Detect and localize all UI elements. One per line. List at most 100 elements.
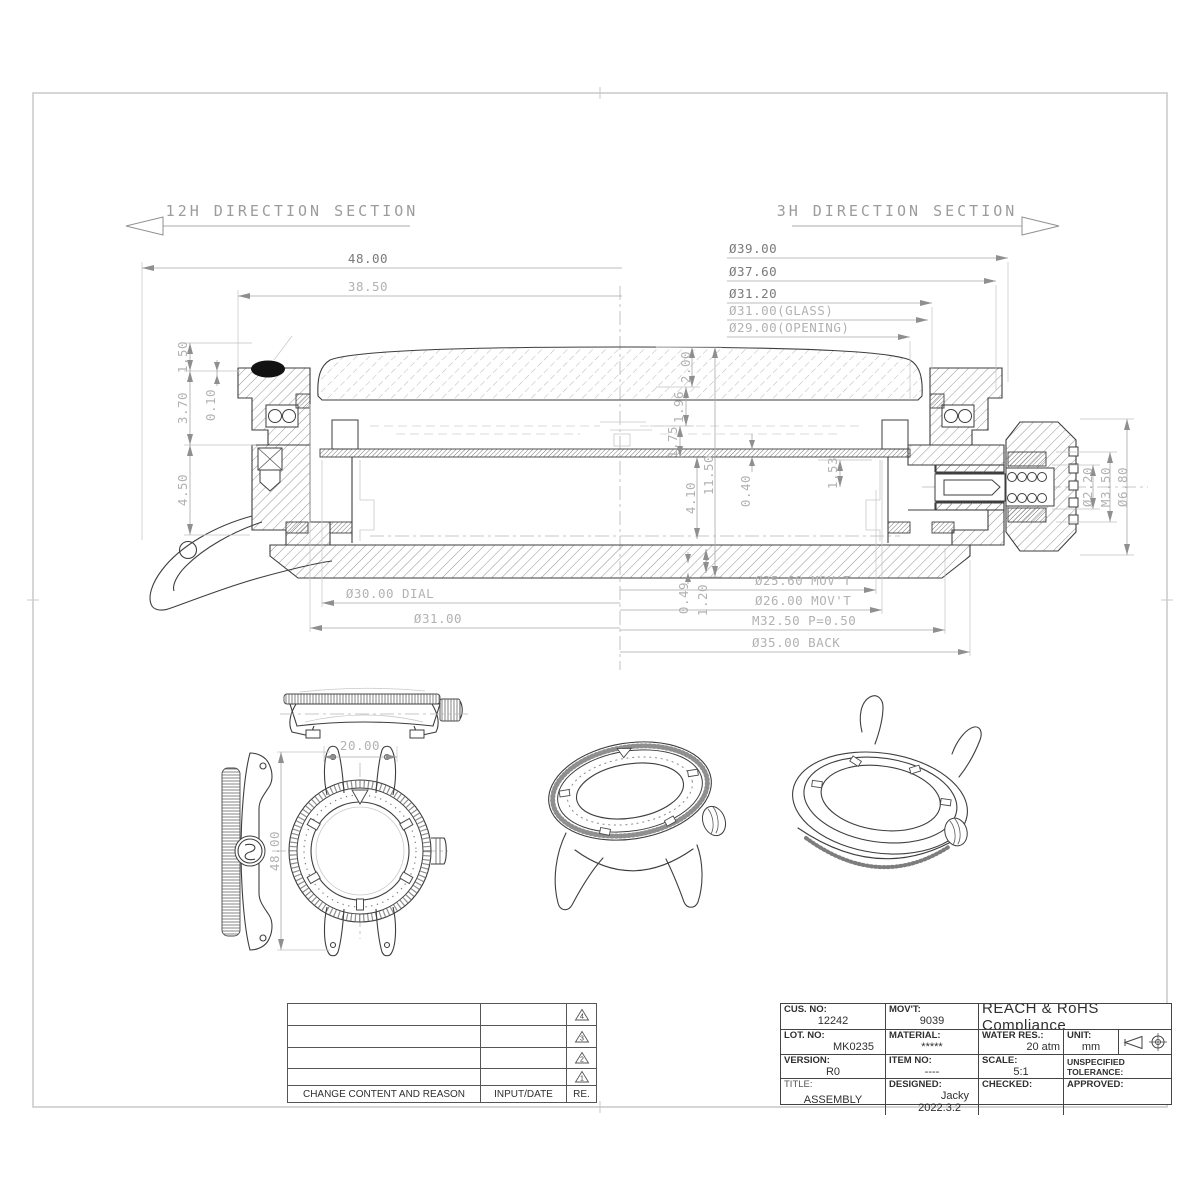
title-label: TITLE: xyxy=(784,1079,813,1090)
revision-marker: 1 xyxy=(580,1076,584,1083)
crown-gasket-lower xyxy=(1007,507,1047,523)
tolerance-line1: UNSPECIFIED TOLERANCE: xyxy=(1067,1057,1125,1077)
dim-total-height: 11.50 xyxy=(701,455,716,495)
revision-input-header: INPUT/DATE xyxy=(481,1086,567,1102)
dim-back-d: Ø35.00 BACK xyxy=(752,635,840,650)
dim-dial-thk: 0.40 xyxy=(738,475,753,507)
cus-no-label: CUS. NO: xyxy=(784,1004,827,1015)
tolerance-line2: LINEAR:±0.10 ANGLE:±1° xyxy=(1067,1077,1158,1078)
projection-cone-icon xyxy=(1122,1035,1142,1049)
section-label-3h: 3H DIRECTION SECTION xyxy=(777,202,1018,220)
dim-lug-to-lug: 48.00 xyxy=(267,831,282,871)
crown-front-view xyxy=(431,837,447,865)
view-side xyxy=(221,752,273,951)
section-arrow-left-icon xyxy=(125,216,164,236)
revision-triangle-4-icon: 4 xyxy=(574,1008,589,1020)
stem-section xyxy=(943,479,1001,496)
crown-isometric-2 xyxy=(944,817,968,847)
bezel-lume-pearl xyxy=(251,360,285,378)
title-block: CUS. NO: 12242 MOV'T: 9039 REACH & RoHS … xyxy=(780,1003,1172,1115)
dim-opening: Ø29.00(OPENING) xyxy=(729,320,849,335)
crown-section xyxy=(935,421,1079,552)
designed-label: DESIGNED: xyxy=(889,1079,942,1090)
dim-back-thread: M32.50 P=0.50 xyxy=(752,613,856,628)
view-top-12h xyxy=(280,687,468,739)
dim-glass-thk: 2.00 xyxy=(678,351,693,383)
material-value: ***** xyxy=(921,1041,943,1053)
revision-row: 1 xyxy=(288,1069,596,1086)
section-title-left: 12H DIRECTION SECTION xyxy=(125,202,419,236)
dim-case-od: Ø37.60 xyxy=(729,264,777,279)
dim-bezel-od: Ø39.00 xyxy=(729,241,777,256)
dim-mov-height: 4.10 xyxy=(683,482,698,514)
dim-gap-196: 1.96 xyxy=(671,391,686,423)
revision-change-header: CHANGE CONTENT AND REASON xyxy=(288,1086,481,1102)
unit-label: UNIT: xyxy=(1067,1030,1092,1041)
unit-value: mm xyxy=(1081,1041,1101,1053)
approved-label: APPROVED: xyxy=(1067,1079,1124,1090)
compliance-note: REACH & RoHS Compliance xyxy=(982,1004,1099,1029)
item-no-label: ITEM NO: xyxy=(889,1055,932,1066)
glass-section xyxy=(317,346,923,401)
dim-crown-d: Ø6.80 xyxy=(1115,467,1130,507)
designed-name: Jacky xyxy=(940,1090,969,1102)
scale-value: 5:1 xyxy=(1013,1066,1029,1078)
checked-label: CHECKED: xyxy=(982,1079,1033,1090)
dim-glass-seat: Ø31.20 xyxy=(729,286,777,301)
dim-glass-id: Ø31.00 xyxy=(414,611,462,626)
revision-re-header: RE. xyxy=(573,1088,590,1100)
view-isometric-back xyxy=(792,695,982,870)
cus-no-value: 12242 xyxy=(817,1015,849,1027)
dim-glass-od: Ø31.00(GLASS) xyxy=(729,303,833,318)
dim-bezel-height: 3.70 xyxy=(175,392,190,424)
dim-mov-d2: Ø26.00 MOV'T xyxy=(755,593,851,608)
bezel-triangle-marker xyxy=(351,789,369,806)
main-cross-section xyxy=(149,286,1148,670)
section-arrow-right-icon xyxy=(1021,216,1060,236)
dim-case-width: 38.50 xyxy=(348,279,388,294)
crown-gasket-upper xyxy=(1007,451,1047,467)
dim-lug-width: 20.00 xyxy=(340,738,380,753)
caseback-section xyxy=(269,544,971,579)
section-title-right: 3H DIRECTION SECTION xyxy=(777,202,1060,236)
version-value: R0 xyxy=(825,1066,841,1078)
crown-logo xyxy=(234,835,266,867)
revision-row: 2 xyxy=(288,1048,596,1069)
movt-label: MOV'T: xyxy=(889,1004,921,1015)
dimensions: 48.00 38.50 Ø39.00 Ø37.60 Ø31.20 Ø31.00(… xyxy=(141,241,1134,656)
view-front: 20.00 48.00 xyxy=(267,738,448,957)
glass-gasket-right xyxy=(929,393,945,409)
revision-triangle-3-icon: 3 xyxy=(574,1030,589,1042)
dim-back-120: 1.20 xyxy=(695,584,710,616)
dim-bezel-lip: 1.50 xyxy=(175,341,190,373)
lot-no-value: MK0235 xyxy=(833,1041,874,1053)
item-no-value: ---- xyxy=(924,1066,940,1078)
section-label-12h: 12H DIRECTION SECTION xyxy=(166,202,419,220)
revision-table: 4 3 2 1 CHANGE CONTENT AND REASON INPUT/… xyxy=(287,1003,597,1103)
revision-header-row: CHANGE CONTENT AND REASON INPUT/DATE RE. xyxy=(288,1086,596,1102)
bezel-markers xyxy=(306,817,414,911)
dim-gap-175: 1.75 xyxy=(665,426,680,458)
revision-row: 3 xyxy=(288,1026,596,1048)
revision-triangle-1-icon: 1 xyxy=(574,1070,589,1083)
crown-top-view xyxy=(439,698,463,722)
title-value: ASSEMBLY xyxy=(803,1094,863,1106)
revision-row: 4 xyxy=(288,1004,596,1026)
water-res-value: 20 atm xyxy=(1026,1041,1060,1053)
dim-stem-d: Ø2.20 xyxy=(1080,467,1095,507)
glass-gasket-left xyxy=(295,393,311,409)
lug-section xyxy=(149,515,333,611)
dim-crown-thread: M3.50 xyxy=(1098,467,1113,507)
material-label: MATERIAL: xyxy=(889,1030,941,1041)
designed-date: 2022.3.2 xyxy=(918,1102,961,1114)
revision-marker: 2 xyxy=(580,1057,584,1064)
scale-label: SCALE: xyxy=(982,1055,1018,1066)
bezel-screw xyxy=(259,469,281,492)
movt-value: 9039 xyxy=(919,1015,945,1027)
water-res-label: WATER RES.: xyxy=(982,1030,1044,1041)
dim-ring-step: 1.53 xyxy=(825,457,840,489)
revision-marker: 4 xyxy=(580,1013,584,1020)
dim-back-049: 0.49 xyxy=(676,582,691,614)
